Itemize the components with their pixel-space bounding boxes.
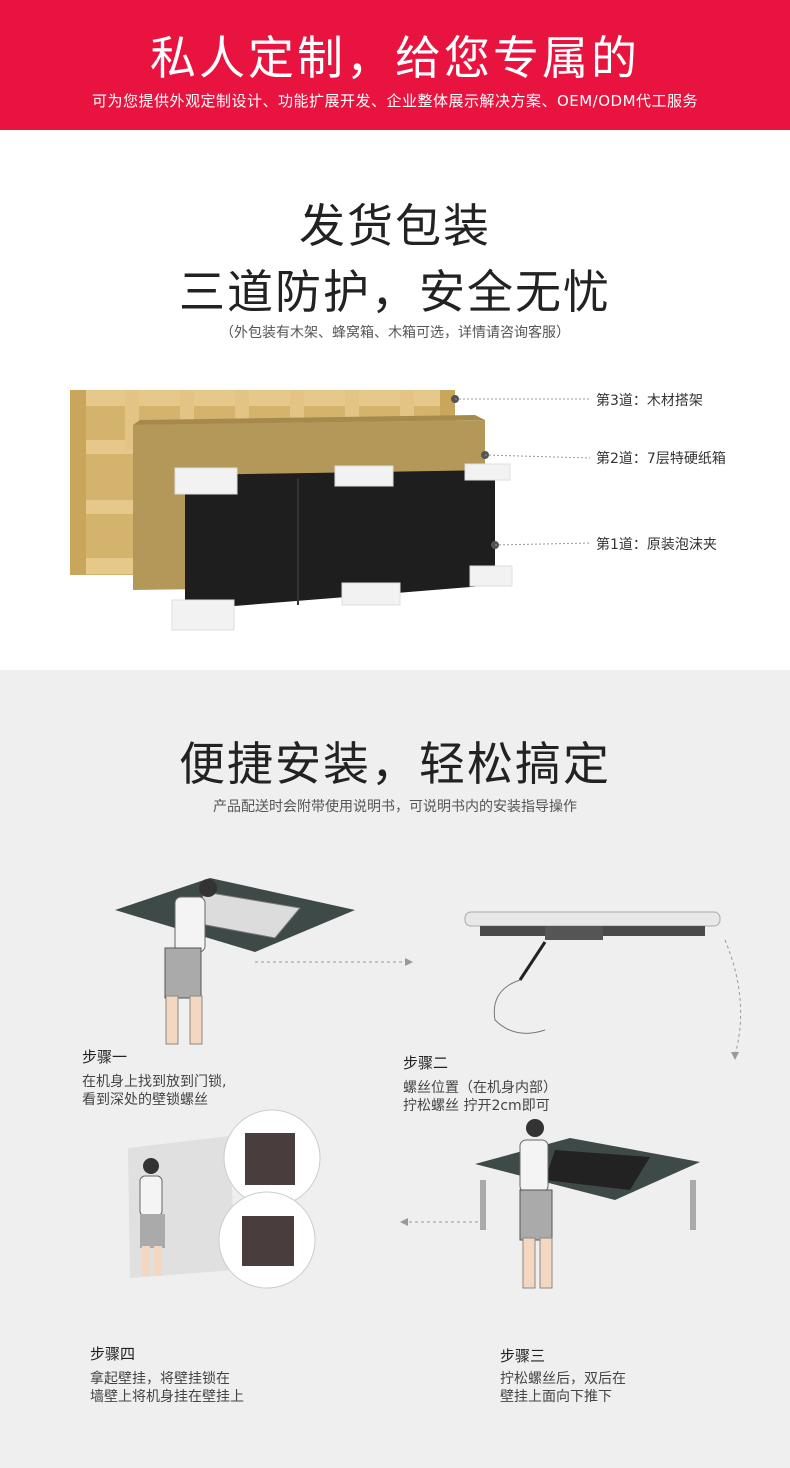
install-title: 便捷安装，轻松搞定	[179, 737, 611, 791]
layer-leader-lines	[451, 395, 591, 549]
step-1-title: 步骤一	[82, 1048, 128, 1066]
install-illustration	[115, 878, 742, 1289]
step-2-line1: 螺丝位置（在机身内部）	[403, 1080, 557, 1096]
step-4-title: 步骤四	[90, 1345, 136, 1363]
packaging-title: 发货包装	[299, 199, 491, 253]
packaging-headline: 三道防护，安全无忧	[179, 265, 611, 319]
display-panel-icon	[185, 470, 495, 610]
step-3-line1: 拧松螺丝后，双后在	[500, 1371, 626, 1387]
packaging-note: （外包装有木架、蜂窝箱、木箱可选，详情请咨询客服）	[220, 325, 570, 341]
install-subtitle: 产品配送时会附带使用说明书，可说明书内的安装指导操作	[213, 799, 577, 815]
install-section: 便捷安装，轻松搞定 产品配送时会附带使用说明书，可说明书内的安装指导操作	[0, 670, 790, 1468]
promo-banner: 私人定制，给您专属的 可为您提供外观定制设计、功能扩展开发、企业整体展示解决方案…	[0, 0, 790, 130]
packaging-illustration	[70, 390, 591, 631]
step-2-line2: 拧松螺丝 拧开2cm即可	[403, 1098, 550, 1114]
layer-label-wood: 第3道：木材搭架	[596, 393, 703, 409]
step-3-line2: 壁挂上面向下推下	[500, 1389, 612, 1405]
step-1-line2: 看到深处的壁锁螺丝	[82, 1092, 208, 1108]
step-4-line2: 墙壁上将机身挂在壁挂上	[90, 1389, 244, 1405]
person-at-table-icon	[115, 878, 355, 1045]
layer-label-foam: 第1道：原装泡沫夹	[596, 537, 717, 553]
layer-label-cardboard: 第2道：7层特硬纸箱	[596, 451, 726, 467]
step-4-line1: 拿起壁挂，将壁挂锁在	[90, 1371, 230, 1387]
step-1-line1: 在机身上找到放到门锁,	[82, 1074, 227, 1090]
banner-subtitle: 可为您提供外观定制设计、功能扩展开发、企业整体展示解决方案、OEM/ODM代工服…	[91, 92, 699, 110]
arrow-head-icon	[400, 1218, 408, 1226]
person-pushing-screen-icon	[475, 1119, 700, 1289]
step-2-title: 步骤二	[403, 1054, 449, 1072]
arrow-head-icon	[731, 1052, 739, 1060]
foam-clip-icon	[171, 463, 513, 631]
wall-mount-icon	[128, 1109, 321, 1289]
screwdriver-icon	[464, 911, 721, 1034]
packaging-section: 发货包装 三道防护，安全无忧 （外包装有木架、蜂窝箱、木箱可选，详情请咨询客服）	[0, 130, 790, 670]
step-3-title: 步骤三	[500, 1347, 546, 1365]
banner-title: 私人定制，给您专属的	[150, 31, 640, 85]
arrow-head-icon	[405, 958, 413, 966]
arrow-2-3	[724, 939, 742, 1056]
